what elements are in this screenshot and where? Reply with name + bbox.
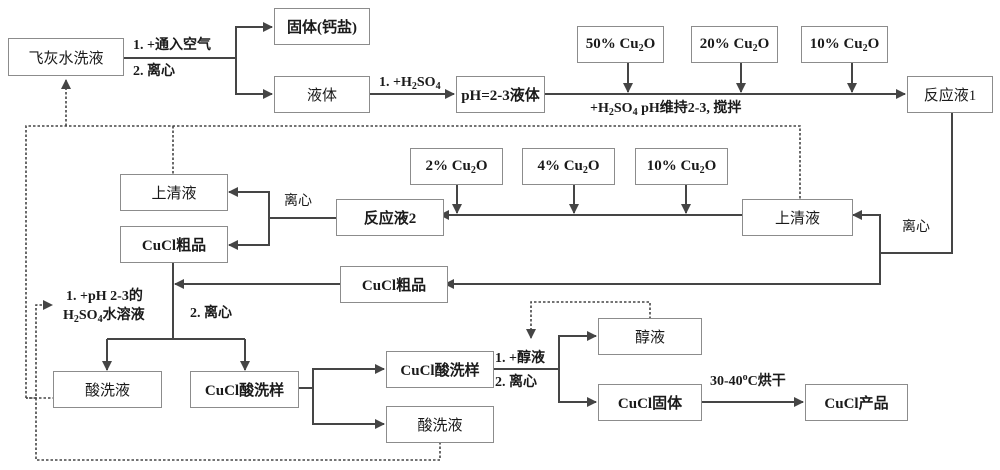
edge-to-cucl-solid	[558, 369, 597, 407]
edge-to-solid	[235, 22, 273, 58]
node-cu2o-10a: 10% Cu2O	[801, 26, 888, 63]
label-step2-centrifuge: 2. 离心	[133, 64, 175, 79]
node-label: 10% Cu2O	[809, 36, 880, 54]
node-label: 4% Cu2O	[537, 158, 600, 176]
node-supernatant-right: 上清液	[742, 199, 853, 236]
label-centrifuge-right: 离心	[902, 220, 930, 235]
node-label: 液体	[306, 88, 337, 104]
node-label: 醇液	[634, 330, 665, 346]
node-cu2o-50: 50% Cu2O	[577, 26, 664, 63]
node-label: 上清液	[151, 186, 197, 202]
node-cu2o-20: 20% Cu2O	[691, 26, 778, 63]
edge-to-cucl-crude-mid	[444, 253, 881, 289]
node-label: 20% Cu2O	[699, 36, 770, 54]
label-alcohol-step1: 1. +醇液	[495, 351, 545, 366]
node-alcohol-liquid: 醇液	[598, 318, 702, 355]
edge-reaction1-down	[880, 112, 953, 254]
node-reaction2: 反应液2	[336, 199, 444, 236]
node-cucl-crude-mid: CuCl粗品	[340, 266, 448, 303]
node-fly-ash-wash: 飞灰水洗液	[8, 38, 124, 76]
node-label: 反应液1	[923, 88, 977, 104]
node-cu2o-4: 4% Cu2O	[522, 148, 615, 185]
recycle-main-loop	[25, 125, 801, 398]
recycle-alcohol	[526, 301, 651, 339]
label-acid-wash-step2: 2. 离心	[190, 306, 232, 321]
edge-to-alcohol	[558, 331, 597, 369]
edge-to-supernatant-right	[852, 210, 881, 253]
node-supernatant-left: 上清液	[120, 174, 228, 211]
node-label: 50% Cu2O	[585, 36, 656, 54]
node-label: pH=2-3液体	[461, 88, 540, 104]
node-acid-wash-liquid-right: 酸洗液	[386, 406, 494, 443]
node-label: 10% Cu2O	[646, 158, 717, 176]
node-label: 2% Cu2O	[425, 158, 488, 176]
node-cucl-acid-sample: CuCl酸洗样	[190, 371, 299, 408]
node-label: CuCl酸洗样	[400, 363, 480, 379]
node-label: CuCl酸洗样	[204, 383, 285, 399]
node-label: 飞灰水洗液	[28, 50, 104, 67]
edge-to-supernatant-left	[228, 187, 270, 218]
node-label: 上清液	[774, 211, 820, 227]
label-acid-wash-step1b: H2SO4水溶液	[63, 308, 145, 325]
edge-to-liquid	[235, 58, 273, 99]
node-label: CuCl粗品	[141, 238, 207, 254]
label-drying: 30-40oC烘干	[710, 372, 786, 390]
label-h2so4-add: 1. +H2SO4	[379, 75, 441, 92]
edge-to-cucl-crude-left	[228, 218, 270, 250]
recycle-acid-wash-right	[35, 300, 441, 461]
node-label: 酸洗液	[84, 383, 130, 399]
node-cu2o-2: 2% Cu2O	[410, 148, 503, 185]
node-solid-calcium: 固体(钙盐)	[274, 8, 370, 45]
label-ph-maintain: +H2SO4 pH维持2-3, 搅拌	[590, 101, 742, 118]
node-label: 酸洗液	[417, 418, 463, 434]
node-ph-liquid: pH=2-3液体	[456, 76, 545, 113]
node-label: 固体(钙盐)	[287, 20, 357, 36]
node-label: CuCl产品	[824, 396, 889, 412]
label-step1-air: 1. +通入空气	[133, 38, 211, 53]
node-label: 反应液2	[363, 211, 417, 227]
node-label: CuCl固体	[617, 396, 683, 412]
node-cucl-acid-sample2: CuCl酸洗样	[386, 351, 494, 388]
node-reaction1: 反应液1	[907, 76, 993, 113]
node-cu2o-10b: 10% Cu2O	[635, 148, 728, 185]
label-acid-wash-step1a: 1. +pH 2-3的	[66, 289, 143, 304]
label-centrifuge-left: 离心	[284, 194, 312, 209]
node-cucl-solid: CuCl固体	[598, 384, 702, 421]
node-acid-wash-liquid-left: 酸洗液	[53, 371, 162, 408]
edge-to-acid-sample2	[312, 364, 385, 388]
node-cucl-product: CuCl产品	[805, 384, 908, 421]
label-alcohol-step2: 2. 离心	[495, 375, 537, 390]
node-cucl-crude-left: CuCl粗品	[120, 226, 228, 263]
node-liquid: 液体	[274, 76, 370, 113]
edge-to-acid-wash-right	[312, 388, 385, 429]
node-label: CuCl粗品	[361, 278, 427, 294]
